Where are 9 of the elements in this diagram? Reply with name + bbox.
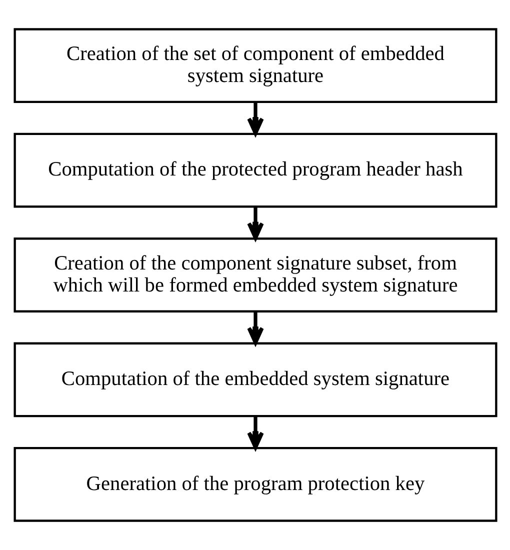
node-box: Generation of the program protection key [13, 446, 497, 522]
arrow [246, 206, 264, 240]
node-box: Computation of the protected program header hash [13, 132, 497, 208]
node-box: Creation of the component signature subset, from which will be formed embedded system signature [13, 238, 497, 312]
arrow [246, 312, 264, 345]
node-box: Computation of the embedded system signature [13, 342, 497, 418]
arrow [246, 416, 264, 450]
node-box: Creation of the set of component of embedded system signature [13, 28, 497, 104]
arrow [246, 102, 264, 136]
